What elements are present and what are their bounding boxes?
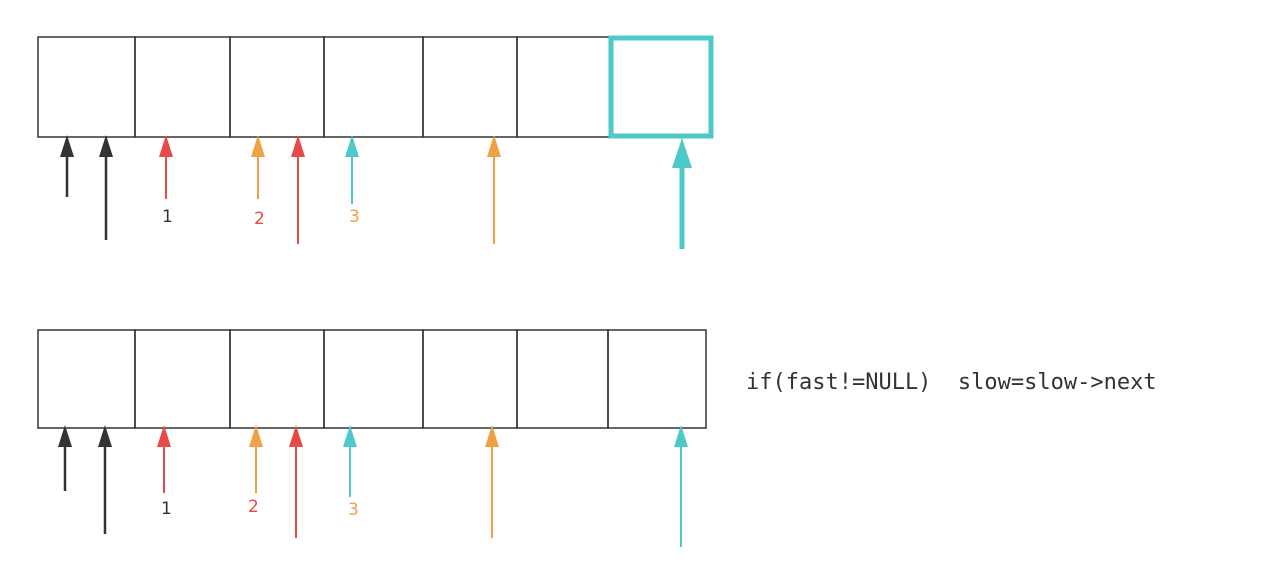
top-arrow-orange-2	[487, 135, 501, 244]
bottom-step-label-2: 2	[248, 497, 259, 517]
bottom-cell-6	[516, 329, 609, 429]
bottom-step-label-3: 3	[348, 500, 359, 520]
bottom-cell-row	[37, 329, 707, 429]
bottom-arrow-black-2	[98, 425, 112, 534]
bottom-arrows	[58, 425, 688, 547]
bottom-cell-2	[134, 329, 231, 429]
bottom-cell-7	[607, 329, 707, 429]
top-cell-7-highlighted	[608, 35, 714, 139]
top-cell-4	[323, 36, 424, 138]
top-arrow-orange-1	[251, 135, 265, 199]
top-step-label-3: 3	[349, 207, 360, 227]
bottom-arrow-orange-1	[249, 425, 263, 493]
top-arrow-cyan-1	[345, 135, 359, 204]
bottom-arrow-cyan-1	[343, 425, 357, 497]
top-step-label-2: 2	[254, 209, 265, 229]
bottom-arrow-cyan-2	[674, 425, 688, 547]
bottom-arrow-red-1	[157, 425, 171, 493]
bottom-arrow-red-2	[289, 425, 303, 538]
bottom-step-labels: 1 2 3	[161, 497, 359, 520]
bottom-arrow-black-1	[58, 425, 72, 491]
top-cell-row	[37, 35, 714, 139]
top-arrow-black-2	[99, 135, 113, 240]
bottom-cell-5	[422, 329, 518, 429]
bottom-cell-1	[37, 329, 136, 429]
bottom-step-label-1: 1	[161, 499, 172, 519]
bottom-cell-4	[323, 329, 424, 429]
top-cell-2	[134, 36, 231, 138]
code-annotation: if(fast!=NULL) slow=slow->next	[746, 370, 1157, 395]
top-cell-6	[516, 36, 611, 138]
top-cell-1	[37, 36, 136, 138]
top-step-labels: 1 2 3	[162, 207, 360, 229]
top-step-label-1: 1	[162, 207, 173, 227]
top-arrow-red-1	[159, 135, 173, 199]
top-cell-5	[422, 36, 518, 138]
top-cell-3	[229, 36, 325, 138]
top-arrows	[60, 135, 692, 249]
bottom-arrow-orange-2	[485, 425, 499, 538]
top-arrow-red-2	[291, 135, 305, 244]
top-arrow-black-1	[60, 135, 74, 197]
top-arrow-cyan-bold	[672, 138, 692, 249]
bottom-cell-3	[229, 329, 325, 429]
